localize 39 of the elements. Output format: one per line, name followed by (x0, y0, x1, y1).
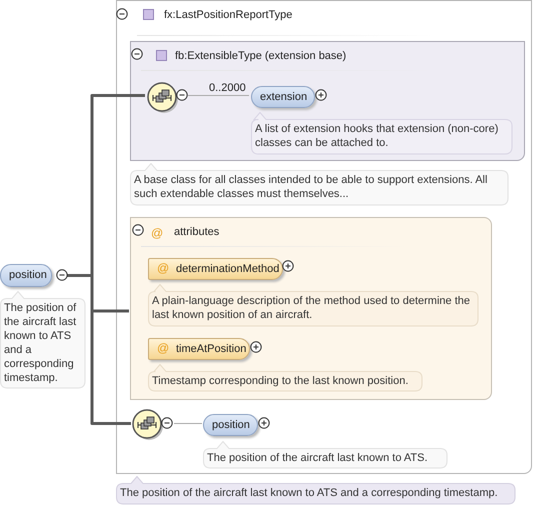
documentation-text: The position of the aircraft last known to ATS. (207, 451, 429, 465)
type-container (130, 217, 492, 400)
documentation-note (0, 291, 86, 389)
element-pill (0, 264, 52, 287)
type-name: fb:ExtensibleType (extension base) (175, 50, 346, 62)
documentation-text: The position of the aircraft last known to ATS and a corresponding timestamp. (4, 301, 78, 385)
documentation-text: A list of extension hooks that extension (non-core) classes can be attached to. (255, 122, 500, 150)
documentation-note (251, 112, 513, 155)
attribute-symbol: @ (157, 341, 170, 355)
type-container (130, 41, 525, 161)
documentation-note (148, 284, 479, 327)
sequence-compositor (147, 82, 178, 113)
documentation-note (203, 441, 448, 469)
element-pill (251, 86, 315, 108)
documentation-note (130, 163, 509, 206)
type-container (116, 0, 532, 474)
connector-line (174, 423, 202, 424)
element-name: extension (260, 91, 308, 103)
attribute-name: timeAtPosition (176, 343, 246, 355)
connector-line (188, 95, 250, 96)
documentation-note (148, 364, 423, 392)
attribute-symbol: @ (157, 261, 170, 275)
documentation-text: Timestamp corresponding to the last known position. (152, 374, 410, 388)
attribute-pill (148, 258, 283, 280)
documentation-text: A base class for all classes intended to be able to support extensions. All such extendable classes must themselves... (134, 173, 488, 201)
element-name: position (212, 419, 250, 431)
type-name: fx:LastPositionReportType (164, 9, 292, 21)
element-pill (203, 414, 258, 436)
connector-line (67, 274, 131, 425)
attribute-name: determinationMethod (176, 263, 280, 275)
attribute-pill (148, 338, 250, 360)
documentation-note (116, 476, 516, 505)
element-name: position (9, 269, 47, 281)
edge-label: 0..2000 (208, 82, 247, 94)
sequence-compositor (132, 409, 163, 440)
documentation-text: A plain-language description of the method used to determine the last known position of an aircraft. (152, 294, 471, 322)
type-name: attributes (174, 226, 220, 238)
documentation-text: The position of the aircraft last known to ATS and a corresponding timestamp. (120, 486, 499, 500)
attribute-symbol: @ (151, 226, 164, 240)
